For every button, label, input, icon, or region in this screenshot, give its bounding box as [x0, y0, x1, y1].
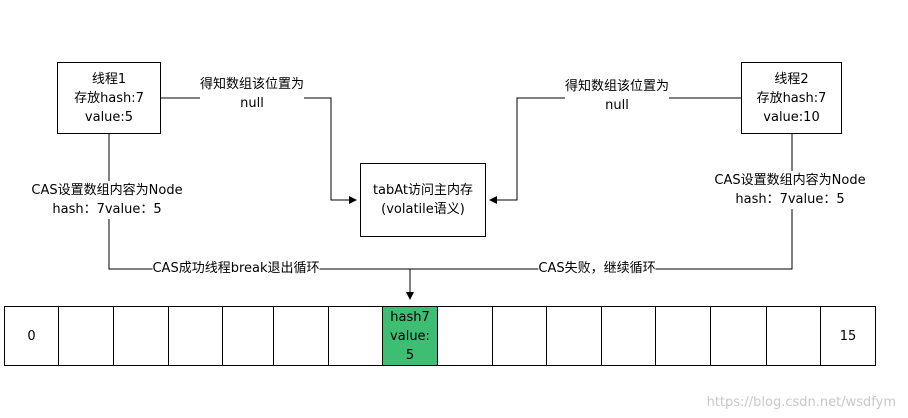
- main-memory-box: tabAt访问主内存 (volatile语义): [360, 163, 486, 237]
- label-right-cas-line2: hash：7value：5: [735, 192, 845, 207]
- array-cell: [168, 306, 223, 366]
- array-cell: [492, 306, 547, 366]
- array-cell: 0: [4, 306, 59, 366]
- label-right-null-line1: 得知数组该位置为: [564, 79, 670, 94]
- thread2-title: 线程2: [774, 71, 809, 87]
- thread2-hash: 存放hash:7: [756, 90, 827, 106]
- thread1-value: value:5: [84, 109, 134, 125]
- label-cas-success: CAS成功线程break退出循环: [152, 259, 320, 278]
- label-right-null-line2: null: [605, 98, 629, 113]
- array-cell: [655, 306, 711, 366]
- array-cell: [546, 306, 602, 366]
- thread2-value: value:10: [763, 109, 820, 125]
- array-cell: [113, 306, 169, 366]
- array-cell: [601, 306, 656, 366]
- array-cell-label: 0: [27, 328, 36, 344]
- array-cell-highlight: hash7 value: 5: [382, 306, 438, 366]
- array-cell-label: 15: [839, 328, 857, 344]
- thread1-title: 线程1: [91, 71, 127, 87]
- label-left-null-line1: 得知数组该位置为: [199, 77, 305, 92]
- label-right-null: 得知数组该位置为 null: [564, 77, 670, 115]
- array-cell-highlight-line: hash7: [390, 309, 430, 325]
- label-right-cas: CAS设置数组内容为Node hash：7value：5: [714, 171, 866, 209]
- label-left-cas-line1: CAS设置数组内容为Node: [31, 183, 183, 198]
- array-cell: [273, 306, 329, 366]
- main-memory-subtitle: (volatile语义): [381, 202, 465, 217]
- label-cas-fail: CAS失败，继续循环: [538, 259, 656, 278]
- label-left-cas: CAS设置数组内容为Node hash：7value：5: [31, 181, 183, 219]
- watermark: https://blog.csdn.net/wsdfym: [706, 395, 896, 410]
- array-cell: [710, 306, 767, 366]
- main-memory-title: tabAt访问主内存: [372, 183, 474, 198]
- array-cell: [328, 306, 383, 366]
- thread1-hash: 存放hash:7: [74, 90, 144, 106]
- array-cell: [222, 306, 274, 366]
- thread2-box: 线程2 存放hash:7 value:10: [741, 62, 842, 134]
- label-left-cas-line2: hash：7value：5: [52, 202, 162, 217]
- thread1-box: 线程1 存放hash:7 value:5: [57, 62, 161, 134]
- array-cell-highlight-line: 5: [405, 347, 415, 363]
- array-cell: 15: [820, 306, 876, 366]
- label-right-cas-line1: CAS设置数组内容为Node: [714, 173, 866, 188]
- array-cell: [58, 306, 114, 366]
- array-cell-highlight-line: value:: [390, 328, 430, 344]
- label-left-null-line2: null: [240, 96, 264, 111]
- array-cell: [766, 306, 821, 366]
- array-cell: [437, 306, 493, 366]
- label-left-null: 得知数组该位置为 null: [199, 75, 305, 113]
